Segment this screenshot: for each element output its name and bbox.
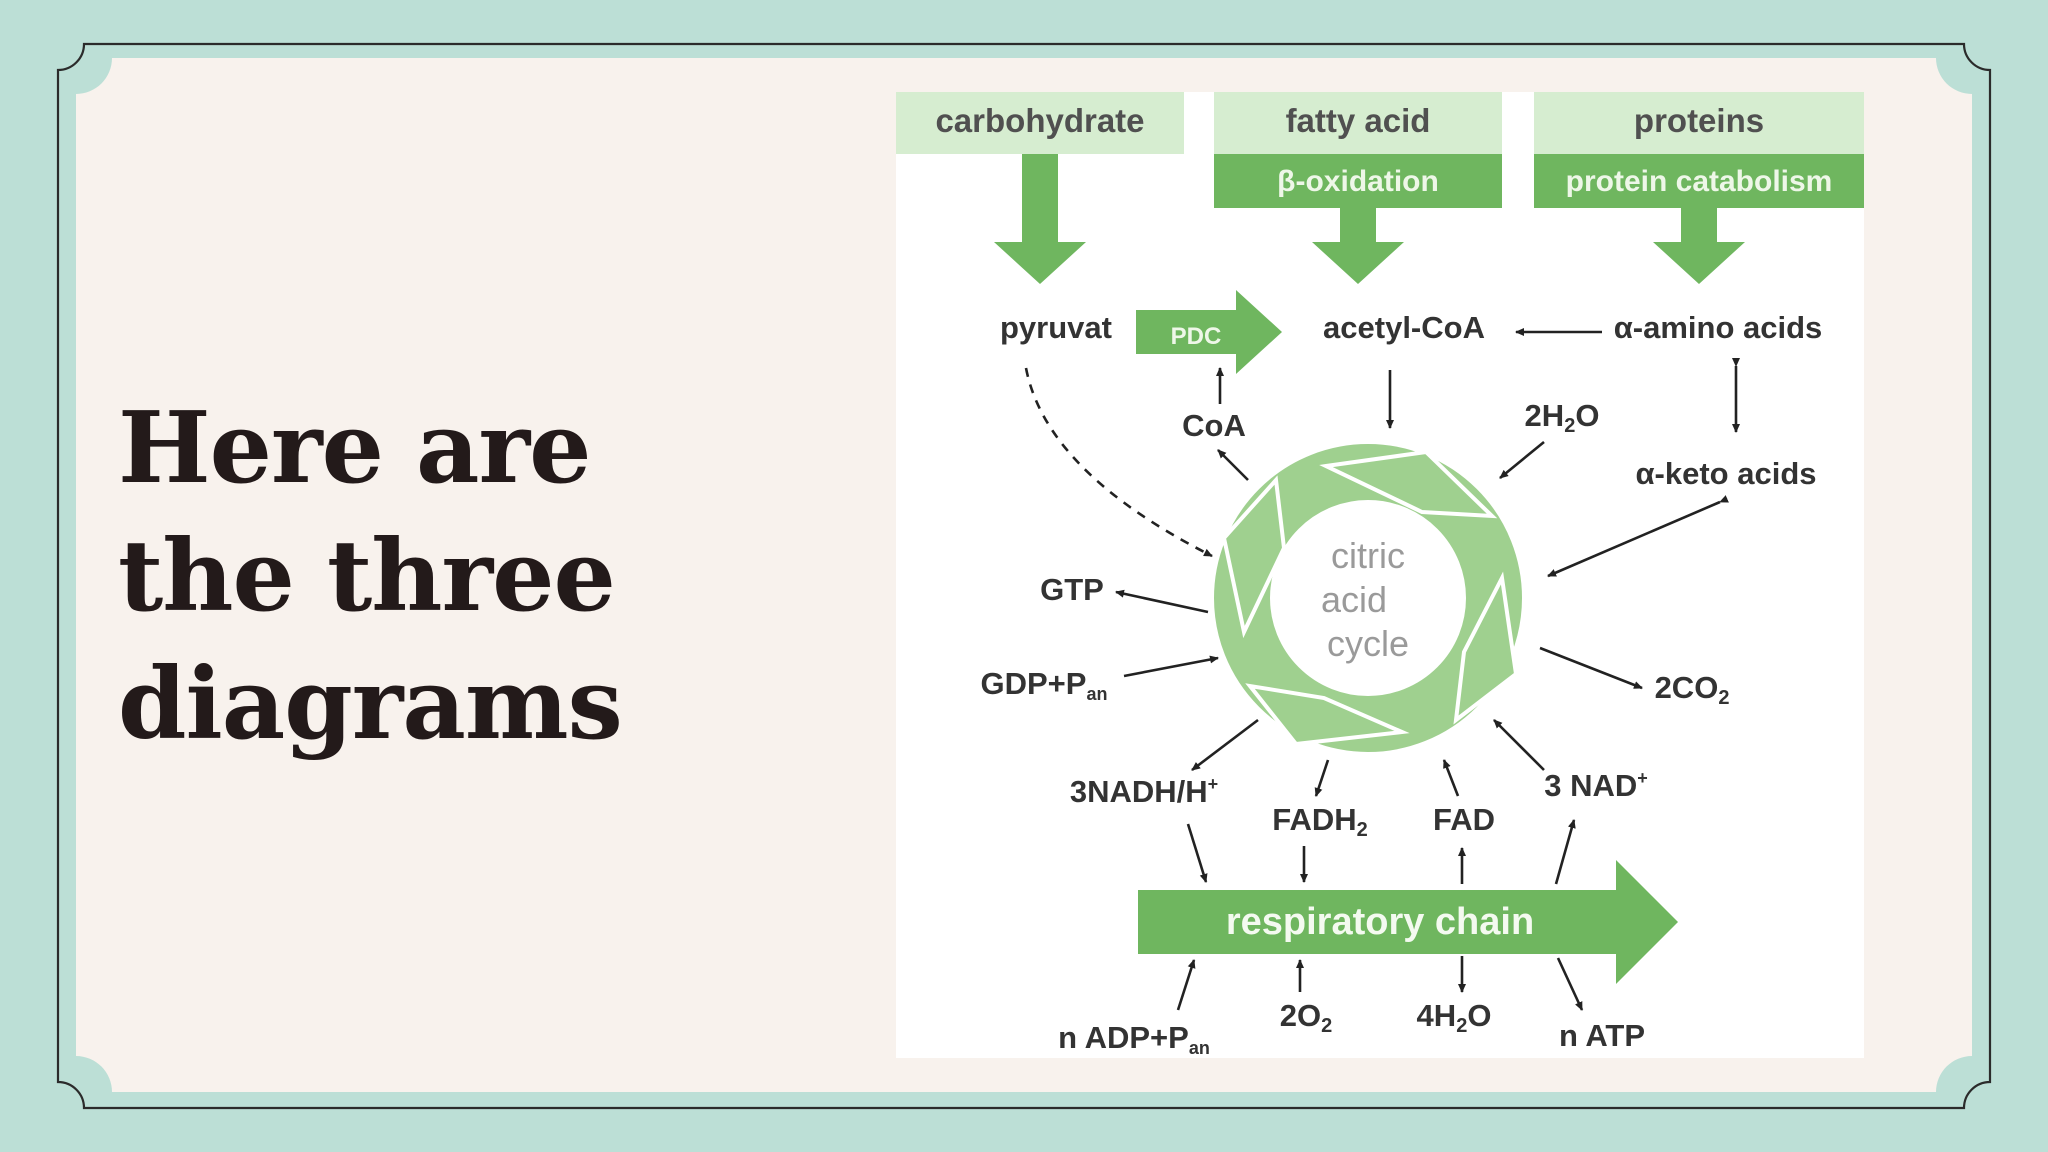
cycle-arrowhead-bottom — [1245, 683, 1410, 747]
cycle-arrowhead-left — [1221, 475, 1287, 639]
water-in-arrow — [1499, 440, 1545, 480]
slide-border — [56, 42, 1992, 1110]
slide-title-line: Here are — [118, 391, 592, 506]
beta-oxidation-label: β-oxidation — [1277, 165, 1439, 198]
fatty-acid-down-arrow — [1312, 208, 1404, 284]
fad-arrow — [1442, 759, 1460, 797]
proteins-label: proteins — [1634, 102, 1764, 139]
gdp-arrow — [1123, 655, 1219, 678]
gtp-arrow — [1115, 589, 1209, 614]
cycle-arrowhead-top — [1319, 449, 1498, 519]
respiratory-chain-arrow — [1138, 860, 1678, 984]
oxygen-label: 2O2 — [1280, 998, 1332, 1037]
nadh-to-chain-arrow — [1186, 823, 1208, 883]
carbohydrate-label: carbohydrate — [935, 102, 1144, 139]
protein-catabolism-label: protein catabolism — [1566, 165, 1833, 198]
protein-catabolism-box — [1534, 154, 1864, 208]
nad-arrow — [1493, 719, 1545, 771]
water-in-label: 2H2O — [1525, 398, 1600, 437]
adp-arrow — [1176, 959, 1196, 1011]
beta-oxidation-box — [1214, 154, 1502, 208]
gdp-pi-label: GDP+Pan — [981, 666, 1108, 704]
slide-title-line: diagrams — [118, 647, 623, 762]
fad-label: FAD — [1433, 802, 1495, 837]
citric-acid-cycle: citric acid cycle — [1214, 444, 1522, 752]
nadh-arrow — [1191, 718, 1259, 772]
cycle-label-line: cycle — [1327, 623, 1409, 664]
co2-arrow — [1539, 646, 1643, 690]
keto-cycle-arrow — [1547, 495, 1729, 578]
fatty-acid-box — [1214, 92, 1502, 154]
nadh-label: 3NADH/H+ — [1070, 774, 1218, 809]
co2-label: 2CO2 — [1655, 670, 1730, 709]
acetyl-coa-label: acetyl-CoA — [1323, 310, 1485, 345]
fatty-acid-label: fatty acid — [1286, 102, 1431, 139]
pyruvate-label: pyruvat — [1000, 310, 1112, 345]
cycle-arrowhead-right — [1453, 571, 1519, 725]
pdc-label: PDC — [1171, 323, 1222, 350]
slide-title-line: the three — [118, 519, 616, 634]
coa-release-arrow — [1217, 449, 1249, 481]
chain-to-nad-arrow — [1554, 819, 1576, 885]
carbohydrate-down-arrow — [994, 154, 1086, 284]
proteins-box — [1534, 92, 1864, 154]
water-out-label: 4H2O — [1417, 998, 1492, 1037]
pdc-arrow — [1136, 290, 1282, 374]
pyruvate-dashed-arrow — [1024, 367, 1213, 558]
carbohydrate-box — [896, 92, 1184, 154]
cycle-center — [1276, 506, 1460, 690]
fadh2-arrow — [1314, 759, 1330, 797]
cycle-label-line: citric — [1331, 535, 1405, 576]
respiratory-chain-label: respiratory chain — [1226, 901, 1534, 943]
gtp-label: GTP — [1040, 572, 1104, 607]
keto-acids-label: α-keto acids — [1635, 456, 1816, 491]
adp-pi-label: n ADP+Pan — [1058, 1020, 1210, 1058]
amino-acids-label: α-amino acids — [1614, 310, 1823, 345]
slide-title: Here are the three diagrams — [118, 385, 738, 769]
fadh2-label: FADH2 — [1272, 802, 1368, 841]
coa-label: CoA — [1182, 408, 1246, 443]
cycle-label-line: acid — [1321, 579, 1387, 620]
citric-acid-cycle-diagram: carbohydrate fatty acid β-oxidation prot… — [896, 92, 1864, 1058]
atp-label: n ATP — [1559, 1018, 1645, 1053]
proteins-down-arrow — [1653, 208, 1745, 284]
atp-arrow — [1556, 957, 1584, 1011]
metabolism-diagram: carbohydrate fatty acid β-oxidation prot… — [896, 92, 1864, 1058]
nad-label: 3 NAD+ — [1544, 768, 1648, 803]
